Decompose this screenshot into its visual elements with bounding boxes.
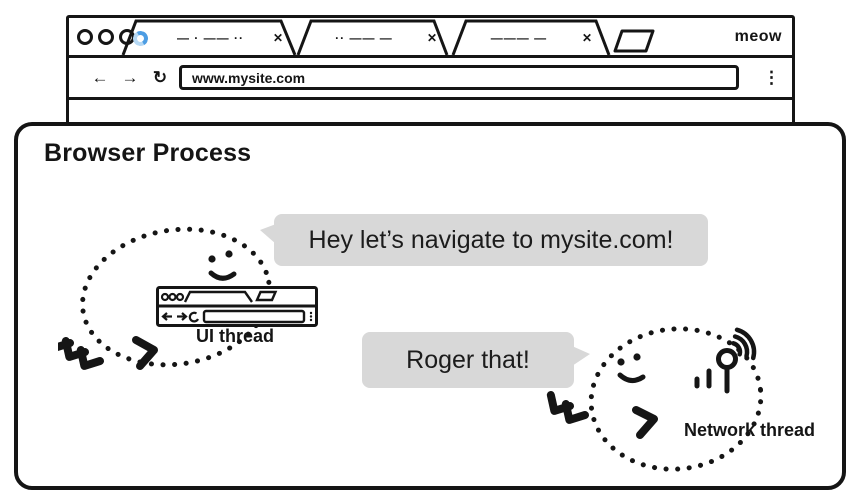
speech-bubble-ui: Hey let’s navigate to mysite.com! <box>260 214 708 266</box>
window-control-dot[interactable] <box>77 28 93 45</box>
back-icon[interactable]: ← <box>91 67 109 87</box>
ui-thread-label: UI thread <box>196 326 275 346</box>
mini-window-dot <box>168 292 177 302</box>
mini-window-dot <box>160 292 170 302</box>
tab-shape <box>296 19 449 55</box>
tab-title-scribble: ·· —— — <box>335 31 393 45</box>
network-thread-label: Network thread <box>684 420 816 440</box>
antenna-icon <box>694 327 757 394</box>
tab[interactable]: ·· —— — ✕ <box>307 25 437 51</box>
mini-new-tab <box>255 290 278 302</box>
dotted-loop <box>80 226 272 368</box>
tab-title-scribble: — · —— ·· <box>176 31 244 45</box>
kebab-menu-icon[interactable]: ⋮ <box>763 68 780 87</box>
speech-bubble-network-text: Roger that! <box>406 345 530 374</box>
tab[interactable]: ——— — ✕ <box>462 25 592 51</box>
dotted-loop <box>588 326 764 472</box>
mini-browser-icon <box>156 286 318 327</box>
tab-close-icon[interactable]: ✕ <box>272 31 283 45</box>
tab-shape <box>121 19 297 55</box>
mini-reload-icon <box>188 311 199 323</box>
whoosh-marks-icon <box>58 328 104 370</box>
window-title: meow <box>734 28 782 45</box>
bubble-tail <box>260 224 276 244</box>
loop-arrowhead-icon <box>632 406 658 439</box>
mini-tab <box>183 290 253 303</box>
address-bar-row: ← → ↻ ⋮ <box>69 58 792 100</box>
window-control-dot[interactable] <box>98 28 114 45</box>
url-input[interactable] <box>179 65 739 90</box>
loading-spinner-icon <box>131 28 150 48</box>
network-thread-loop <box>546 326 764 472</box>
reload-icon[interactable]: ↻ <box>152 67 168 87</box>
network-thread-face-icon <box>617 353 646 383</box>
mini-back-icon <box>161 312 172 321</box>
tab-close-icon[interactable]: ✕ <box>581 31 592 45</box>
mini-url-box <box>202 309 306 324</box>
tab-close-icon[interactable]: ✕ <box>426 31 437 45</box>
tab-shape <box>451 19 611 55</box>
speech-bubble-network: Roger that! <box>362 332 590 388</box>
tab-outlines <box>121 19 655 55</box>
tab-active[interactable]: — · —— ·· ✕ <box>131 25 283 51</box>
whoosh-marks-icon <box>546 391 589 424</box>
loop-arrowhead-icon <box>132 336 158 370</box>
process-title: Browser Process <box>44 139 252 167</box>
new-tab-button[interactable] <box>613 29 655 53</box>
forward-icon[interactable]: → <box>121 67 139 87</box>
bubble-tail <box>572 346 590 366</box>
ui-thread-face-icon <box>208 250 237 281</box>
browser-process-box: Browser Process <box>14 122 846 490</box>
speech-bubble-ui-text: Hey let’s navigate to mysite.com! <box>308 225 674 254</box>
browser-window: — · —— ·· ✕ ·· —— — ✕ ——— — ✕ meow ← → ↻… <box>66 15 795 127</box>
ui-thread-loop <box>58 226 272 370</box>
tab-strip: — · —— ·· ✕ ·· —— — ✕ ——— — ✕ meow <box>69 18 792 58</box>
mini-window-dot <box>175 292 185 302</box>
tab-title-scribble: ——— — <box>490 31 548 45</box>
mini-forward-icon <box>177 312 188 321</box>
